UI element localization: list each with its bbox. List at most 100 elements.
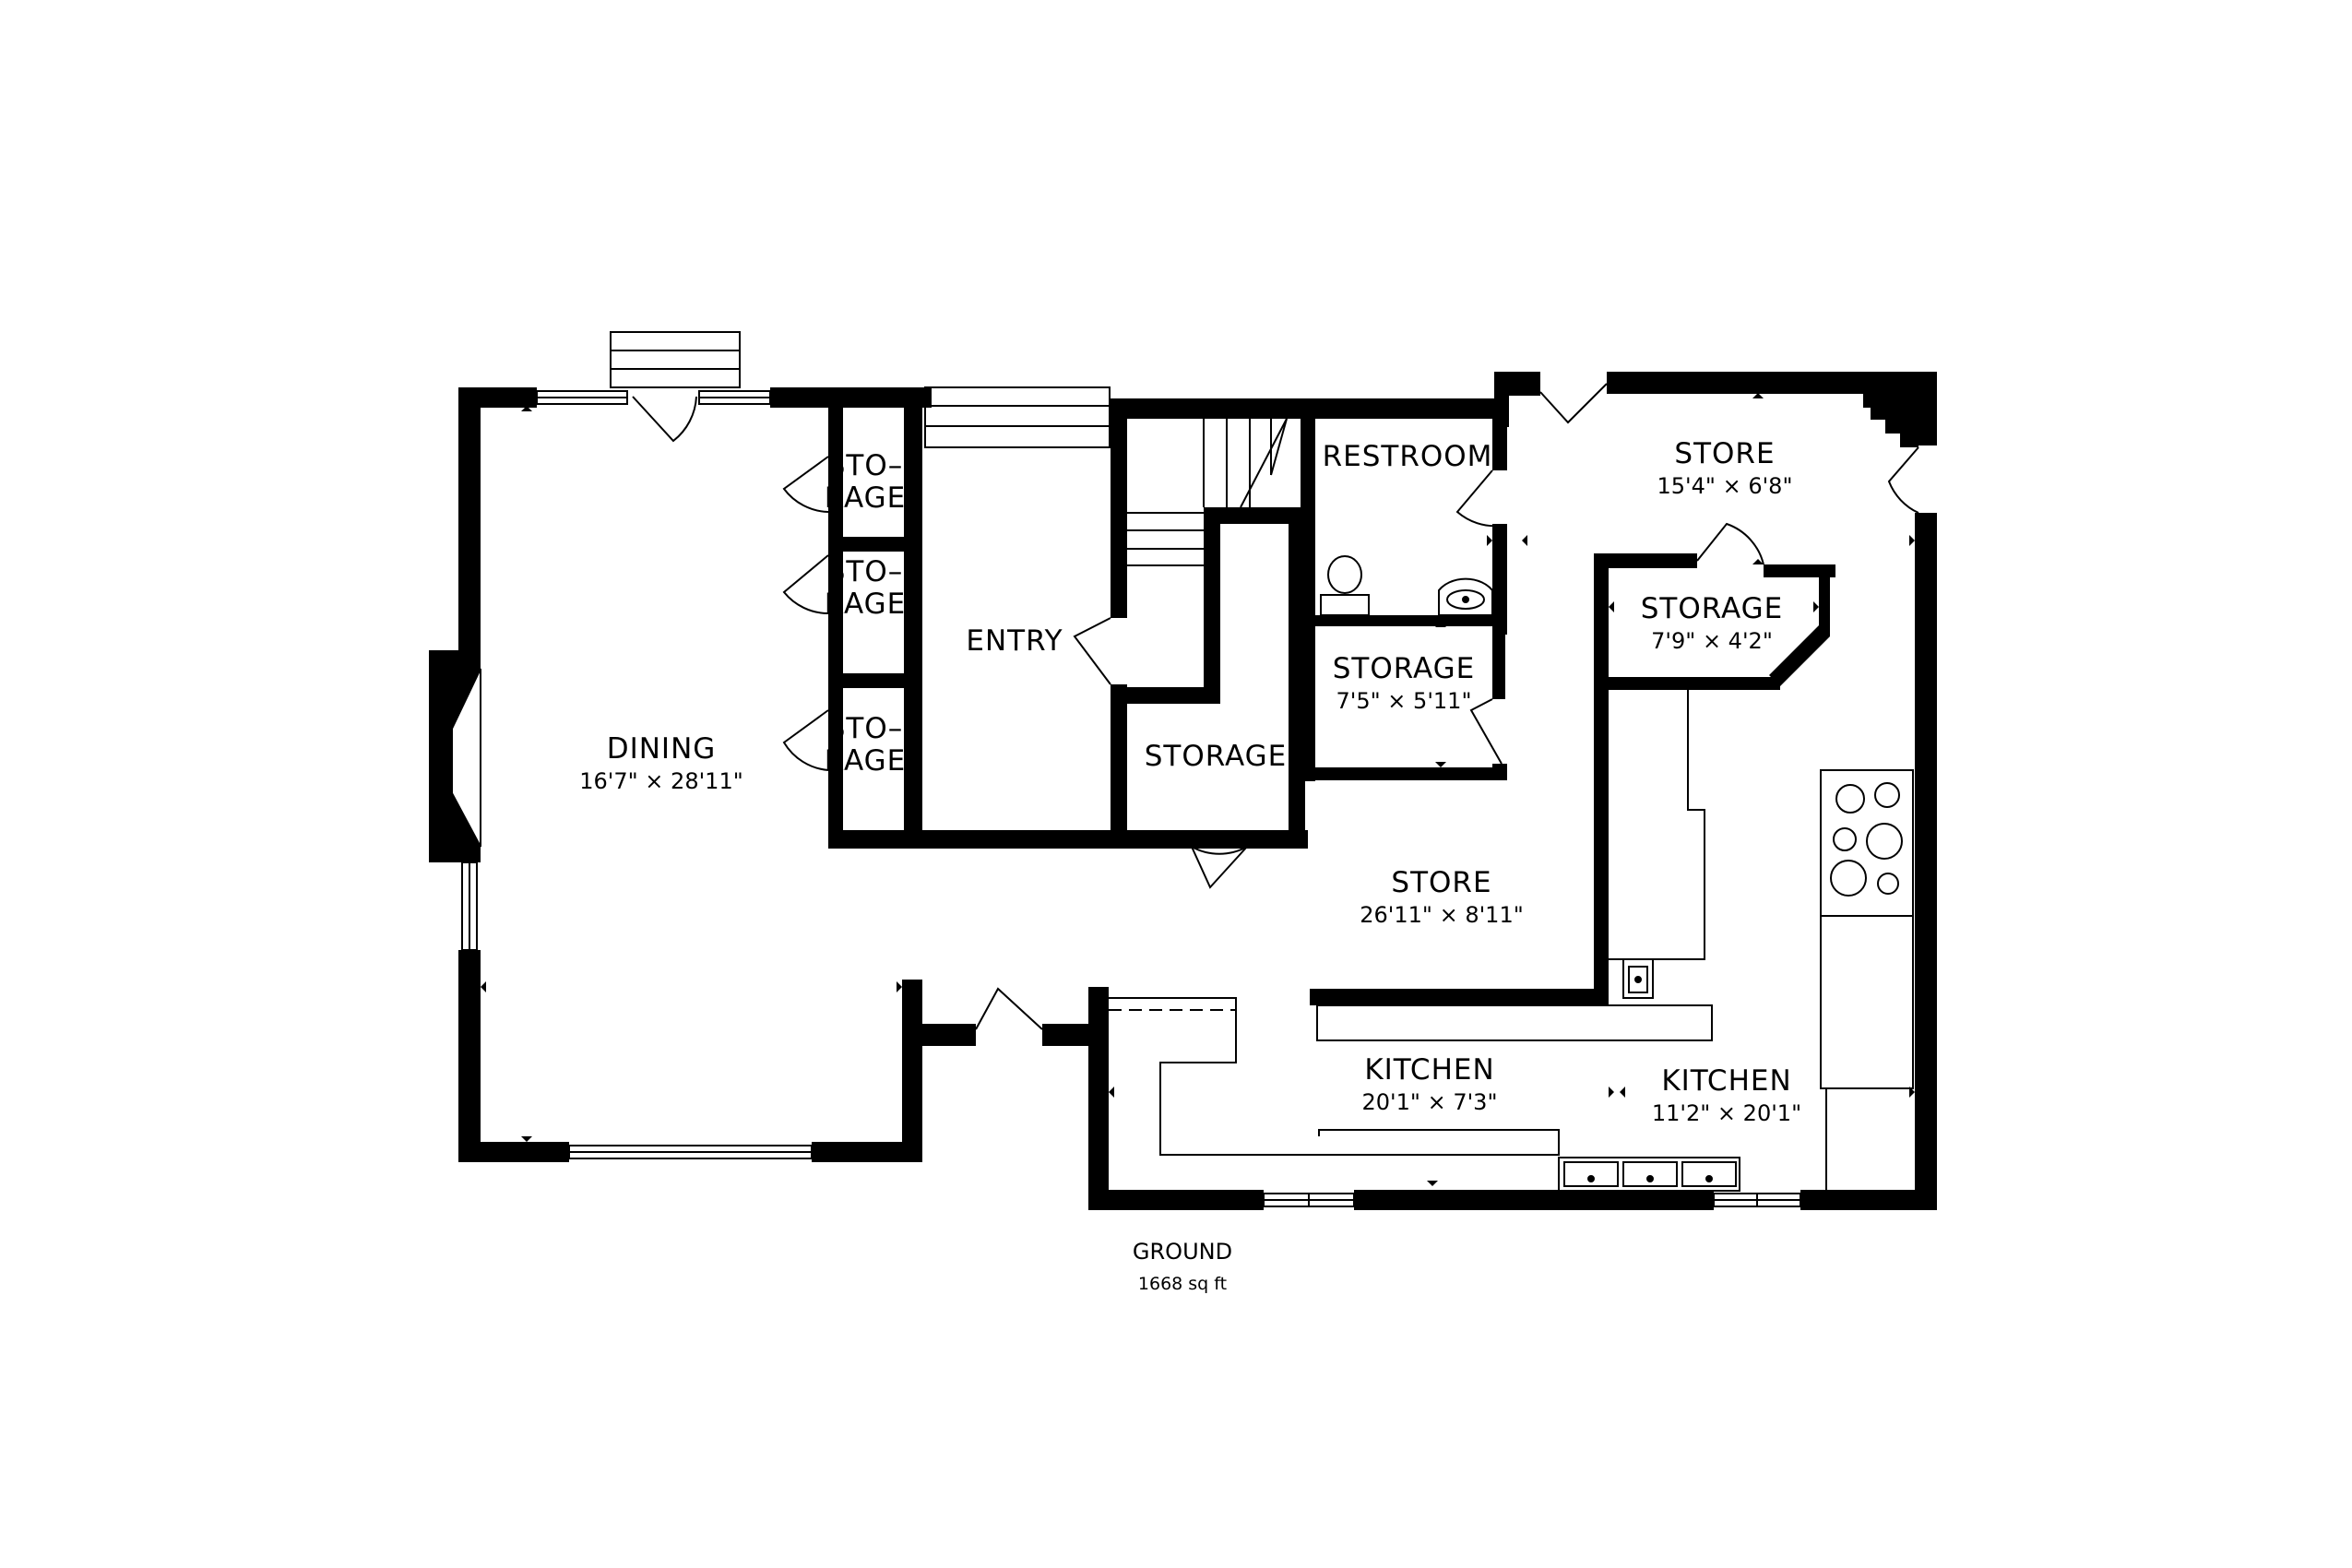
- wall-restroom-left: [1301, 398, 1315, 781]
- wall-dining-top-b: [770, 387, 932, 408]
- wall-closet-div1: [828, 537, 922, 552]
- fixtures: [1109, 555, 1914, 1192]
- wall-storage-bottom-right: [1247, 830, 1308, 849]
- wall-store-top-b: [1607, 372, 1937, 394]
- porch-step: [610, 331, 741, 388]
- wall-store-top-left-v: [1494, 372, 1509, 427]
- floor-name: GROUND: [1133, 1239, 1232, 1265]
- wall-dining-top-a: [458, 387, 537, 408]
- wall-closet-div2: [828, 673, 922, 688]
- room-dims-kitchen-right: 11'2" × 20'1": [1652, 1100, 1801, 1126]
- window-icon: [698, 390, 771, 405]
- wall-kitchen-bottom-a: [1088, 1190, 1264, 1210]
- window-icon: [1713, 1193, 1801, 1207]
- room-name-store-main: STORE: [1391, 866, 1491, 899]
- wall-restroom-bottom: [1301, 615, 1507, 626]
- room-dims-storage-right: 7'9" × 4'2": [1651, 628, 1773, 654]
- window-icon: [1263, 1193, 1355, 1207]
- wall-storage-mid-right: [1492, 607, 1505, 699]
- door-swing-icon: [1073, 617, 1111, 685]
- door-swing-icon: [632, 396, 697, 443]
- wall-entry-right-upper: [1111, 398, 1127, 618]
- wall-store-corner: [1863, 394, 1918, 447]
- sink-icon: [1438, 577, 1493, 616]
- room-name-storage-a-1: STO–: [827, 449, 904, 482]
- wall-dining-left-lower: [458, 950, 481, 1162]
- room-name-storage-c-1: STO–: [827, 712, 904, 745]
- window-icon: [536, 390, 628, 405]
- door-swing-icon: [1696, 522, 1764, 565]
- door-swing-icon: [1887, 446, 1919, 514]
- room-dims-kitchen-left: 20'1" × 7'3": [1362, 1089, 1498, 1115]
- room-dims-store-top: 15'4" × 6'8": [1657, 473, 1793, 499]
- wall-kitchen-bottom-b: [1354, 1190, 1714, 1210]
- wall-stair-top-h: [1204, 507, 1303, 524]
- door-swing-icon: [782, 456, 829, 513]
- room-dims-storage-mid: 7'5" × 5'11": [1336, 688, 1472, 714]
- windows: [461, 390, 1801, 1207]
- room-name-storage-b-1: STO–: [827, 555, 904, 588]
- wall-stair-inner-h: [1127, 687, 1220, 704]
- floor-area: 1668 sq ft: [1138, 1274, 1227, 1294]
- toilet-icon: [1320, 555, 1370, 616]
- counter-kitchen: [1109, 997, 1560, 1156]
- door-swing-icon: [782, 554, 829, 614]
- floor-caption: GROUND 1668 sq ft: [1133, 1239, 1232, 1294]
- door-swing-icon: [1539, 383, 1608, 424]
- wall-kitchen-left: [1088, 987, 1109, 1210]
- wall-store-right-upper: [1918, 372, 1937, 445]
- door-swing-icon: [975, 987, 1043, 1030]
- room-name-dining: DINING: [607, 732, 717, 766]
- wall-storage-mid-bottom: [1301, 767, 1507, 780]
- wall-closets-bottom: [828, 830, 1308, 849]
- wall-storage-right-bottom: [1605, 677, 1780, 690]
- wall-stub-left: [902, 1024, 976, 1046]
- wall-dining-bottom-b: [812, 1142, 922, 1162]
- counter-island: [1316, 1004, 1713, 1041]
- sink-icon: [1558, 1157, 1740, 1192]
- door-swing-icon: [782, 709, 829, 771]
- wall-dining-right-low: [902, 980, 922, 1162]
- room-name-storage-a-2: RAGE: [825, 481, 907, 515]
- wall-stair-inner-v: [1204, 515, 1220, 704]
- wall-storage-mid-bottom-stub: [1492, 764, 1507, 778]
- stairs-icon: [924, 386, 1288, 566]
- wall-storage-right-top-b: [1764, 564, 1835, 577]
- room-name-storage-mid: STORAGE: [1333, 652, 1476, 685]
- door-swing-icon: [1191, 846, 1248, 889]
- wall-column-long: [1594, 553, 1609, 1005]
- room-name-storage-c-2: RAGE: [825, 744, 907, 778]
- room-name-entry: ENTRY: [966, 624, 1063, 658]
- wall-store-split: [1310, 989, 1607, 1005]
- wall-dining-bottom-a: [458, 1142, 569, 1162]
- wall-entry-right-lower: [1111, 684, 1127, 849]
- door-swing-icon: [1469, 698, 1503, 765]
- room-name-restroom: RESTROOM: [1323, 440, 1493, 473]
- counter-store: [1609, 690, 1705, 960]
- wall-closets-right: [904, 387, 922, 849]
- window-icon: [461, 861, 478, 951]
- doors: [632, 383, 1919, 1030]
- dimension-arrow-icon: [481, 393, 1915, 1186]
- room-name-storage-stair: STORAGE: [1145, 740, 1288, 773]
- wall-closets-left: [828, 387, 843, 849]
- room-name-storage-b-2: RAGE: [825, 588, 907, 621]
- wall-storage-right-top-a: [1594, 553, 1697, 568]
- room-name-storage-right: STORAGE: [1641, 592, 1784, 625]
- room-name-kitchen-right: KITCHEN: [1661, 1064, 1791, 1098]
- room-name-kitchen-left: KITCHEN: [1364, 1053, 1494, 1087]
- room-name-store-top: STORE: [1674, 437, 1775, 470]
- wall-storage-right-angle: [1769, 564, 1830, 686]
- wall-kitchen-left-top: [1088, 987, 1109, 1013]
- fireplace-icon: [429, 650, 481, 862]
- room-dims-dining: 16'7" × 28'11": [579, 768, 743, 794]
- window-icon: [568, 1145, 813, 1159]
- door-swing-icon: [1455, 469, 1501, 528]
- room-dims-store-main: 26'11" × 8'11": [1360, 902, 1524, 928]
- wall-dining-left-upper: [458, 387, 481, 659]
- wall-kitchen-bottom-c: [1800, 1190, 1937, 1210]
- stove-burner-icon: [1820, 769, 1914, 917]
- room-labels: DINING 16'7" × 28'11" STO– RAGE STO– RAG…: [579, 437, 1801, 1126]
- sink-icon: [1622, 958, 1654, 999]
